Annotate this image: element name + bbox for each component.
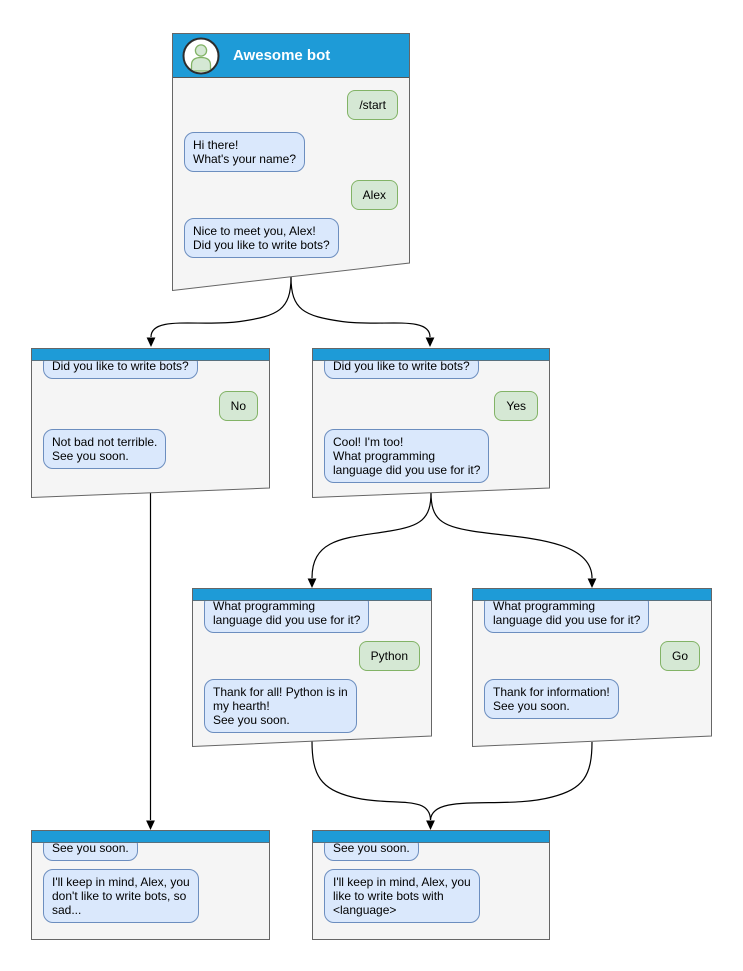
user-message-bubble: Go [659, 641, 700, 671]
user-message-bubble: /start [347, 90, 398, 120]
chat-window-farewell-no: See you soon. I'll keep in mind, Alex, y… [31, 830, 270, 940]
bot-avatar [182, 37, 220, 75]
chat-window-branch-yes: Did you like to write bots? Yes Cool! I'… [312, 348, 550, 498]
connector-start-to-yes [290, 276, 431, 338]
connector-go-to-farewell [429, 741, 593, 821]
bot-message-bubble: Not bad not terrible. See you soon. [43, 429, 167, 469]
chat-header [313, 831, 549, 843]
chat-title: Awesome bot [233, 47, 331, 64]
chat-header: Awesome bot [173, 34, 409, 78]
arrowhead [307, 578, 317, 588]
arrowhead [425, 337, 435, 347]
connector-yes-to-python [311, 492, 432, 579]
bot-message-bubble: I'll keep in mind, Alex, you don't like … [43, 869, 199, 923]
connector-yes-to-go [430, 492, 593, 579]
chat-window-awesome-bot: Awesome bot /start Hi there! What's your… [172, 33, 410, 291]
user-message-bubble: Alex [350, 180, 398, 210]
chat-window-branch-python: What programming language did you use fo… [192, 588, 432, 747]
chat-header [32, 349, 269, 361]
bot-message-bubble: Thank for all! Python is in my hearth! S… [204, 679, 357, 733]
bot-message-bubble: Nice to meet you, Alex! Did you like to … [184, 218, 339, 258]
connector-python-to-farewell [311, 740, 432, 821]
bot-message-bubble: Hi there! What's your name? [184, 132, 306, 172]
arrowhead [146, 337, 156, 347]
chat-window-farewell-yes: See you soon. I'll keep in mind, Alex, y… [312, 830, 550, 940]
chat-header [313, 349, 549, 361]
arrowhead [146, 820, 155, 830]
person-icon [182, 37, 220, 74]
chat-header [473, 589, 711, 601]
user-message-bubble: Yes [494, 391, 538, 421]
arrowhead [426, 820, 435, 830]
bot-message-bubble: Thank for information! See you soon. [484, 679, 619, 719]
bot-message-bubble: I'll keep in mind, Alex, you like to wri… [324, 869, 480, 923]
chat-window-branch-no: Did you like to write bots? No Not bad n… [31, 348, 270, 498]
bot-message-bubble: Cool! I'm too! What programming language… [324, 429, 490, 483]
user-message-bubble: Python [358, 641, 420, 671]
chat-header [193, 589, 431, 601]
chat-window-branch-go: What programming language did you use fo… [472, 588, 712, 747]
connector-start-to-no [150, 276, 292, 338]
chat-header [32, 831, 269, 843]
user-message-bubble: No [218, 391, 258, 421]
arrowhead [587, 578, 597, 588]
